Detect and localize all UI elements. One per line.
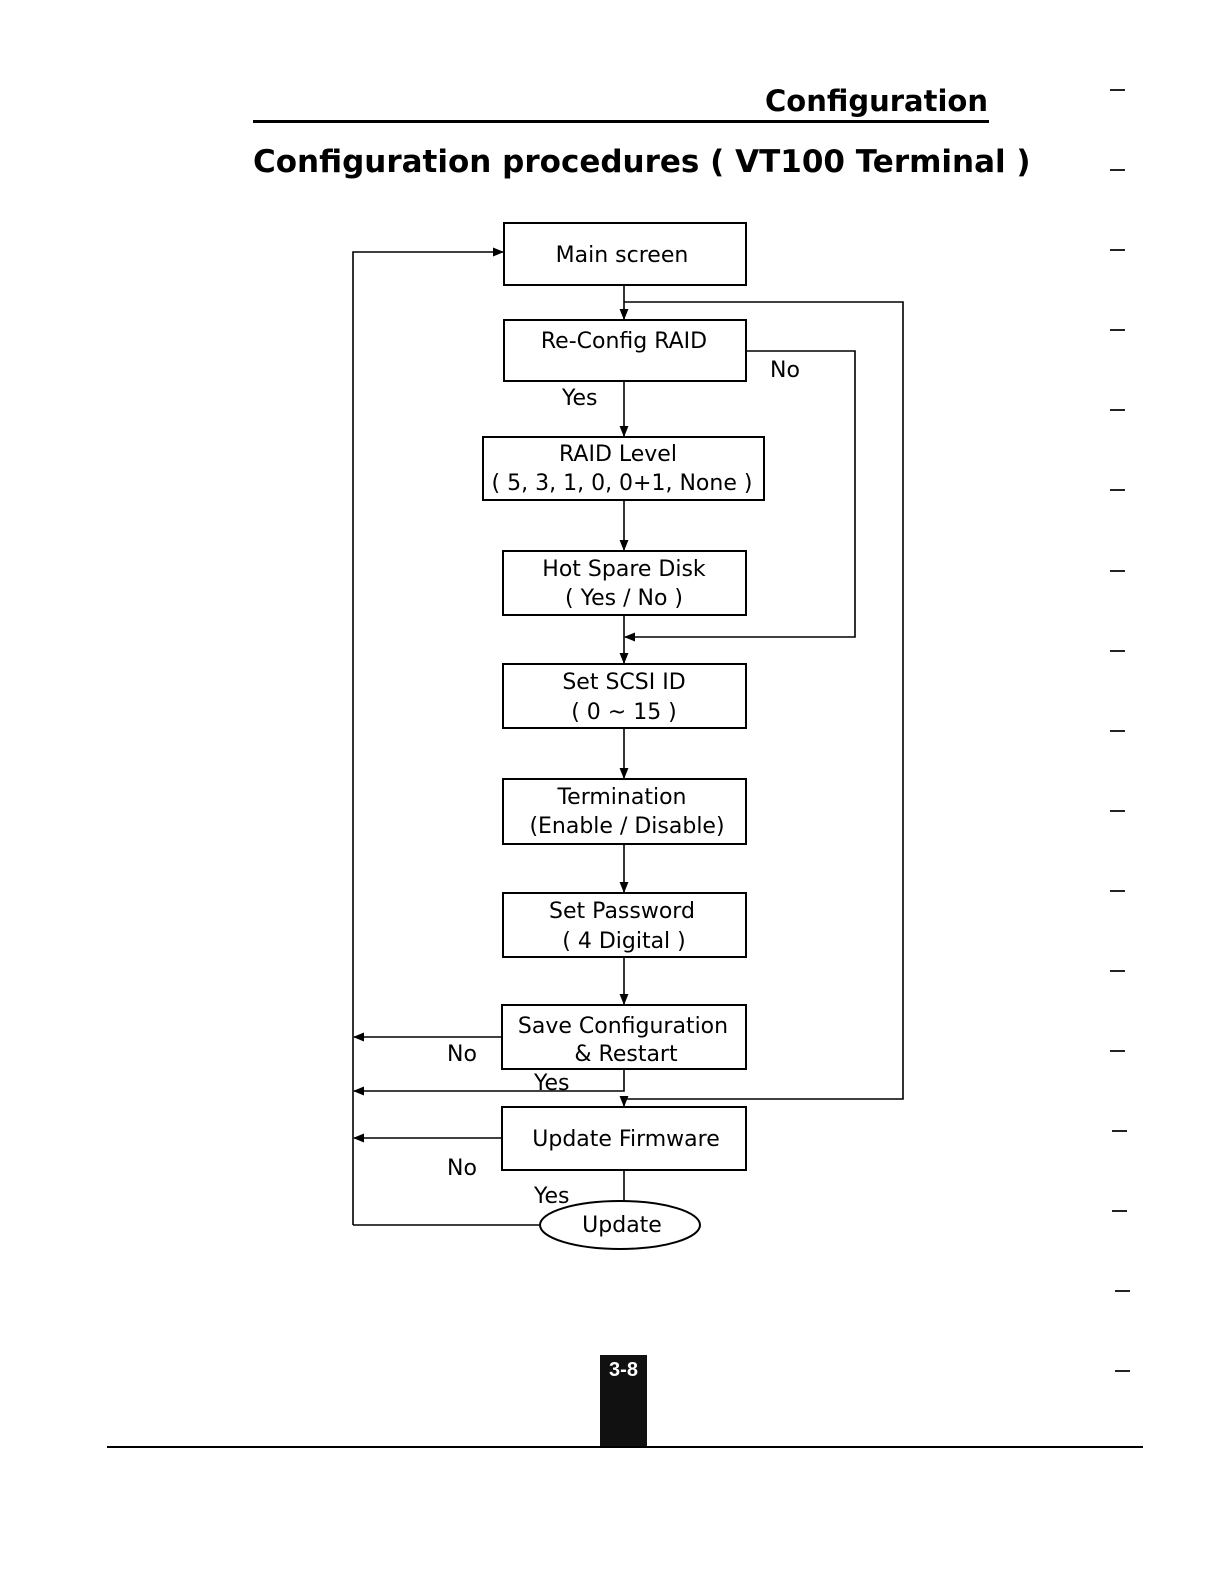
margin-tick (1110, 249, 1125, 251)
margin-tick (1110, 409, 1125, 411)
node-scsi-id-line-2: ( 0 ~ 15 ) (571, 700, 677, 725)
margin-tick (1110, 730, 1125, 732)
margin-tick (1110, 810, 1125, 812)
margin-tick (1110, 489, 1125, 491)
header-rule (253, 120, 989, 123)
node-password-line-1: Set Password (549, 899, 695, 924)
node-save-line-1: Save Configuration (518, 1014, 728, 1039)
label-reconfig-yes: Yes (561, 386, 598, 411)
node-reconfig-raid: Re-Config RAID (503, 319, 747, 382)
margin-tick (1115, 1290, 1130, 1292)
page-number: 3-8 (609, 1359, 638, 1381)
node-raid-level: RAID Level ( 5, 3, 1, 0, 0+1, None ) (482, 436, 765, 501)
node-scsi-id-line-1: Set SCSI ID (562, 670, 685, 695)
node-update-terminal: Update (539, 1200, 701, 1250)
node-termination-line-2: (Enable / Disable) (529, 814, 724, 839)
node-main-screen-line-1: Main screen (556, 243, 689, 268)
page-title: Configuration procedures ( VT100 Termina… (253, 144, 1031, 180)
node-save-line-2: & Restart (574, 1042, 678, 1067)
header-section-title: Configuration (765, 84, 988, 118)
margin-tick (1115, 1370, 1130, 1372)
label-firmware-no: No (447, 1156, 477, 1181)
node-set-scsi-id: Set SCSI ID ( 0 ~ 15 ) (502, 663, 747, 729)
label-firmware-yes: Yes (533, 1184, 570, 1209)
node-termination-line-1: Termination (556, 785, 686, 810)
footer-rule (107, 1446, 1143, 1448)
margin-tick (1110, 1050, 1125, 1052)
node-raid-level-line-1: RAID Level (559, 442, 677, 467)
node-termination: Termination (Enable / Disable) (502, 778, 747, 845)
margin-tick (1110, 650, 1125, 652)
margin-tick (1112, 1130, 1127, 1132)
node-main-screen: Main screen (503, 222, 747, 286)
node-hot-spare-line-1: Hot Spare Disk (542, 557, 706, 582)
node-update-firmware-line-1: Update Firmware (532, 1127, 720, 1152)
flow-edges (352, 247, 904, 1226)
edge-main-bypass-to-firmware (619, 301, 904, 1108)
margin-tick (1110, 169, 1125, 171)
node-reconfig-raid-line-1: Re-Config RAID (541, 329, 707, 354)
node-password-line-2: ( 4 Digital ) (562, 929, 686, 954)
node-hot-spare-line-2: ( Yes / No ) (565, 586, 683, 611)
margin-tick (1110, 89, 1125, 91)
edge-left-return-to-main (352, 247, 505, 1225)
node-set-password: Set Password ( 4 Digital ) (502, 892, 747, 958)
margin-tick (1110, 970, 1125, 972)
edge-save-yes-to-main (352, 1070, 625, 1096)
margin-tick (1112, 1210, 1127, 1212)
label-save-yes: Yes (533, 1071, 570, 1096)
label-reconfig-no: No (770, 358, 800, 383)
margin-tick (1110, 890, 1125, 892)
margin-tick (1110, 329, 1125, 331)
node-save-configuration: Save Configuration & Restart (501, 1004, 747, 1070)
node-raid-level-line-2: ( 5, 3, 1, 0, 0+1, None ) (492, 471, 753, 496)
edge-reconfig-no-to-scsi (623, 350, 856, 642)
page-number-tab (600, 1355, 647, 1448)
node-update-line-1: Update (582, 1213, 662, 1238)
node-update-firmware: Update Firmware (501, 1106, 747, 1171)
label-save-no: No (447, 1042, 477, 1067)
margin-tick (1110, 570, 1125, 572)
node-hot-spare-disk: Hot Spare Disk ( Yes / No ) (502, 550, 747, 616)
